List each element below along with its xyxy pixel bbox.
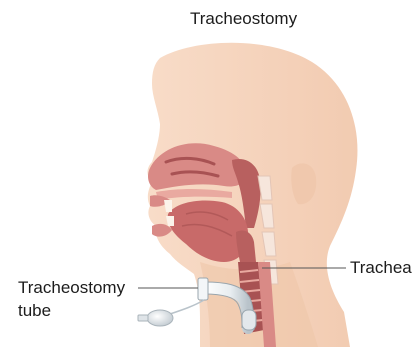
balloon-valve bbox=[138, 315, 148, 321]
cuff-balloon bbox=[147, 310, 173, 326]
tube-cuff bbox=[242, 310, 256, 330]
tracheostomy-tube-label-line1: Tracheostomy bbox=[18, 279, 125, 296]
trachea-label: Trachea bbox=[350, 259, 412, 276]
tube-flange bbox=[198, 278, 208, 300]
pilot-line bbox=[170, 300, 204, 314]
diagram-title: Tracheostomy bbox=[190, 10, 297, 27]
tracheostomy-tube-label-line2: tube bbox=[18, 302, 51, 319]
